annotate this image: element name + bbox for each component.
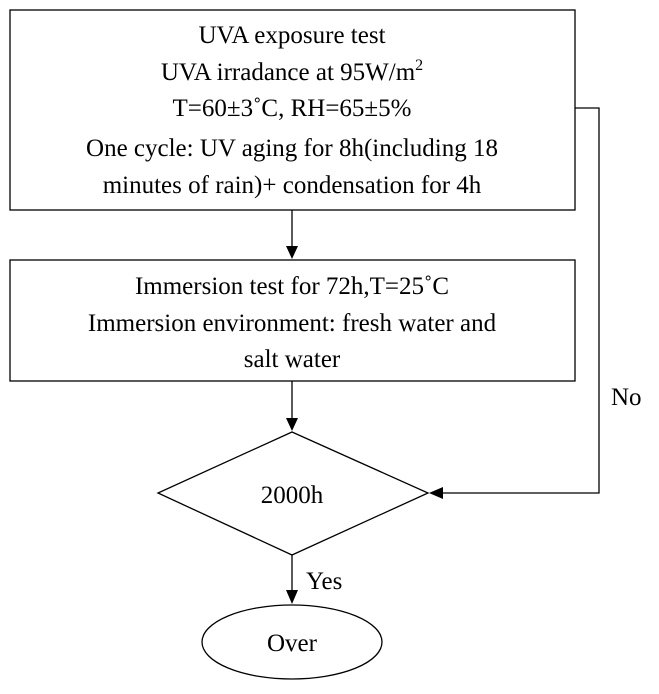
immersion-environment-line1: Immersion environment: fresh water and [88,310,497,337]
decision-label: 2000h [261,482,324,509]
uva-irradiance: UVA irradance at 95W/m2 [161,57,423,86]
immersion-box: Immersion test for 72h,T=25˚C Immersion … [9,259,576,382]
uva-irradiance-superscript: 2 [415,57,423,74]
uva-cycle-line1: One cycle: UV aging for 8h(including 18 [86,135,498,162]
uva-exposure-box: UVA exposure test UVA irradance at 95W/m… [9,9,576,211]
arrow-immersion-to-decision [286,381,298,431]
uva-conditions: T=60±3˚C, RH=65±5% [173,95,412,122]
no-label: No [611,384,642,411]
decision-diamond: 2000h [156,431,430,556]
arrow-uva-to-immersion [286,210,298,259]
end-label: Over [267,630,318,657]
immersion-environment-line2: salt water [244,346,341,373]
uva-title: UVA exposure test [198,22,385,49]
uva-cycle-line2: minutes of rain)+ condensation for 4h [103,172,482,199]
yes-label: Yes [306,568,342,595]
immersion-title: Immersion test for 72h,T=25˚C [135,273,449,300]
uva-irradiance-main: UVA irradance at 95W/m [161,59,416,86]
end-node: Over [201,604,383,680]
arrow-yes [286,555,298,604]
arrow-no-loop [429,107,600,499]
